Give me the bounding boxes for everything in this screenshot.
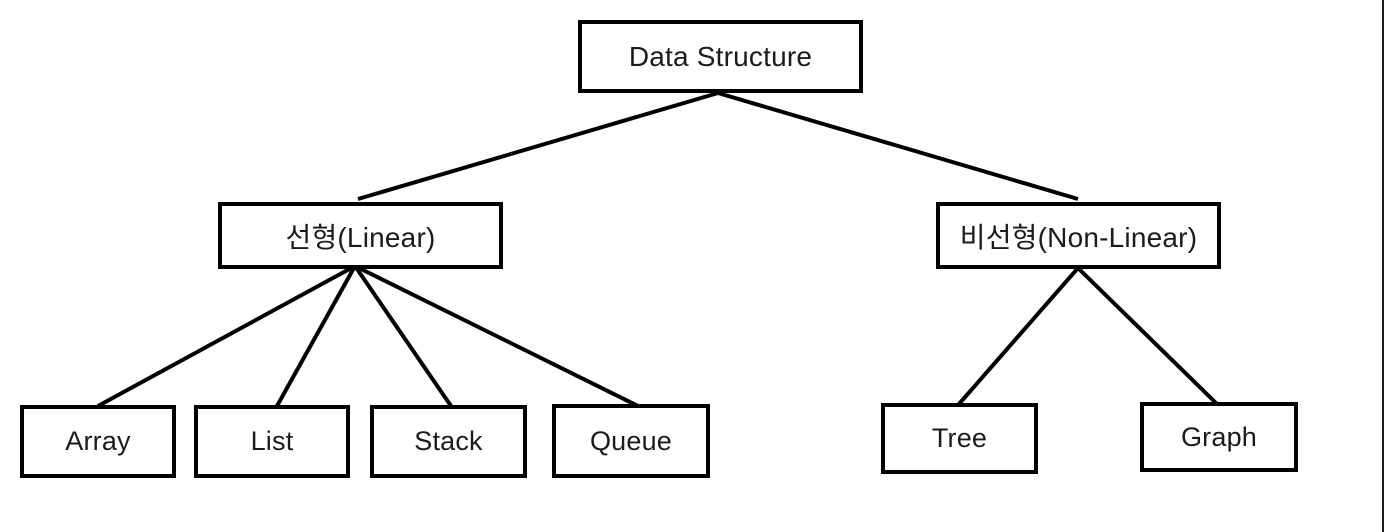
- node-non-linear[interactable]: 비선형(Non-Linear): [936, 202, 1221, 269]
- node-tree[interactable]: Tree: [881, 403, 1038, 474]
- node-label-graph: Graph: [1180, 421, 1258, 452]
- node-label-linear: 선형(Linear): [285, 221, 436, 253]
- node-stack[interactable]: Stack: [370, 405, 527, 478]
- node-graph[interactable]: Graph: [1140, 402, 1298, 472]
- node-array[interactable]: Array: [20, 405, 176, 478]
- edge-linear-to-stack: [353, 264, 453, 408]
- node-label-array: Array: [65, 426, 131, 456]
- node-queue[interactable]: Queue: [552, 404, 710, 478]
- node-label-non-linear: 비선형(Non-Linear): [959, 221, 1198, 253]
- edge-linear-to-array: [97, 264, 356, 408]
- node-label-list: List: [250, 426, 294, 456]
- edge-root-to-linear: [357, 91, 719, 201]
- edge-nonlinear-to-tree: [957, 266, 1080, 406]
- edge-root-to-nonlinear: [717, 91, 1079, 201]
- node-label-stack: Stack: [414, 426, 483, 456]
- node-label-data-structure: Data Structure: [628, 40, 813, 72]
- node-linear[interactable]: 선형(Linear): [218, 202, 503, 269]
- edge-linear-to-list: [275, 265, 357, 407]
- edges-group: [97, 91, 1219, 408]
- node-label-tree: Tree: [931, 423, 988, 453]
- node-label-queue: Queue: [589, 425, 673, 456]
- node-data-structure[interactable]: Data Structure: [578, 20, 863, 93]
- node-list[interactable]: List: [194, 405, 350, 478]
- edge-nonlinear-to-graph: [1076, 266, 1219, 406]
- edge-linear-to-queue: [354, 264, 639, 408]
